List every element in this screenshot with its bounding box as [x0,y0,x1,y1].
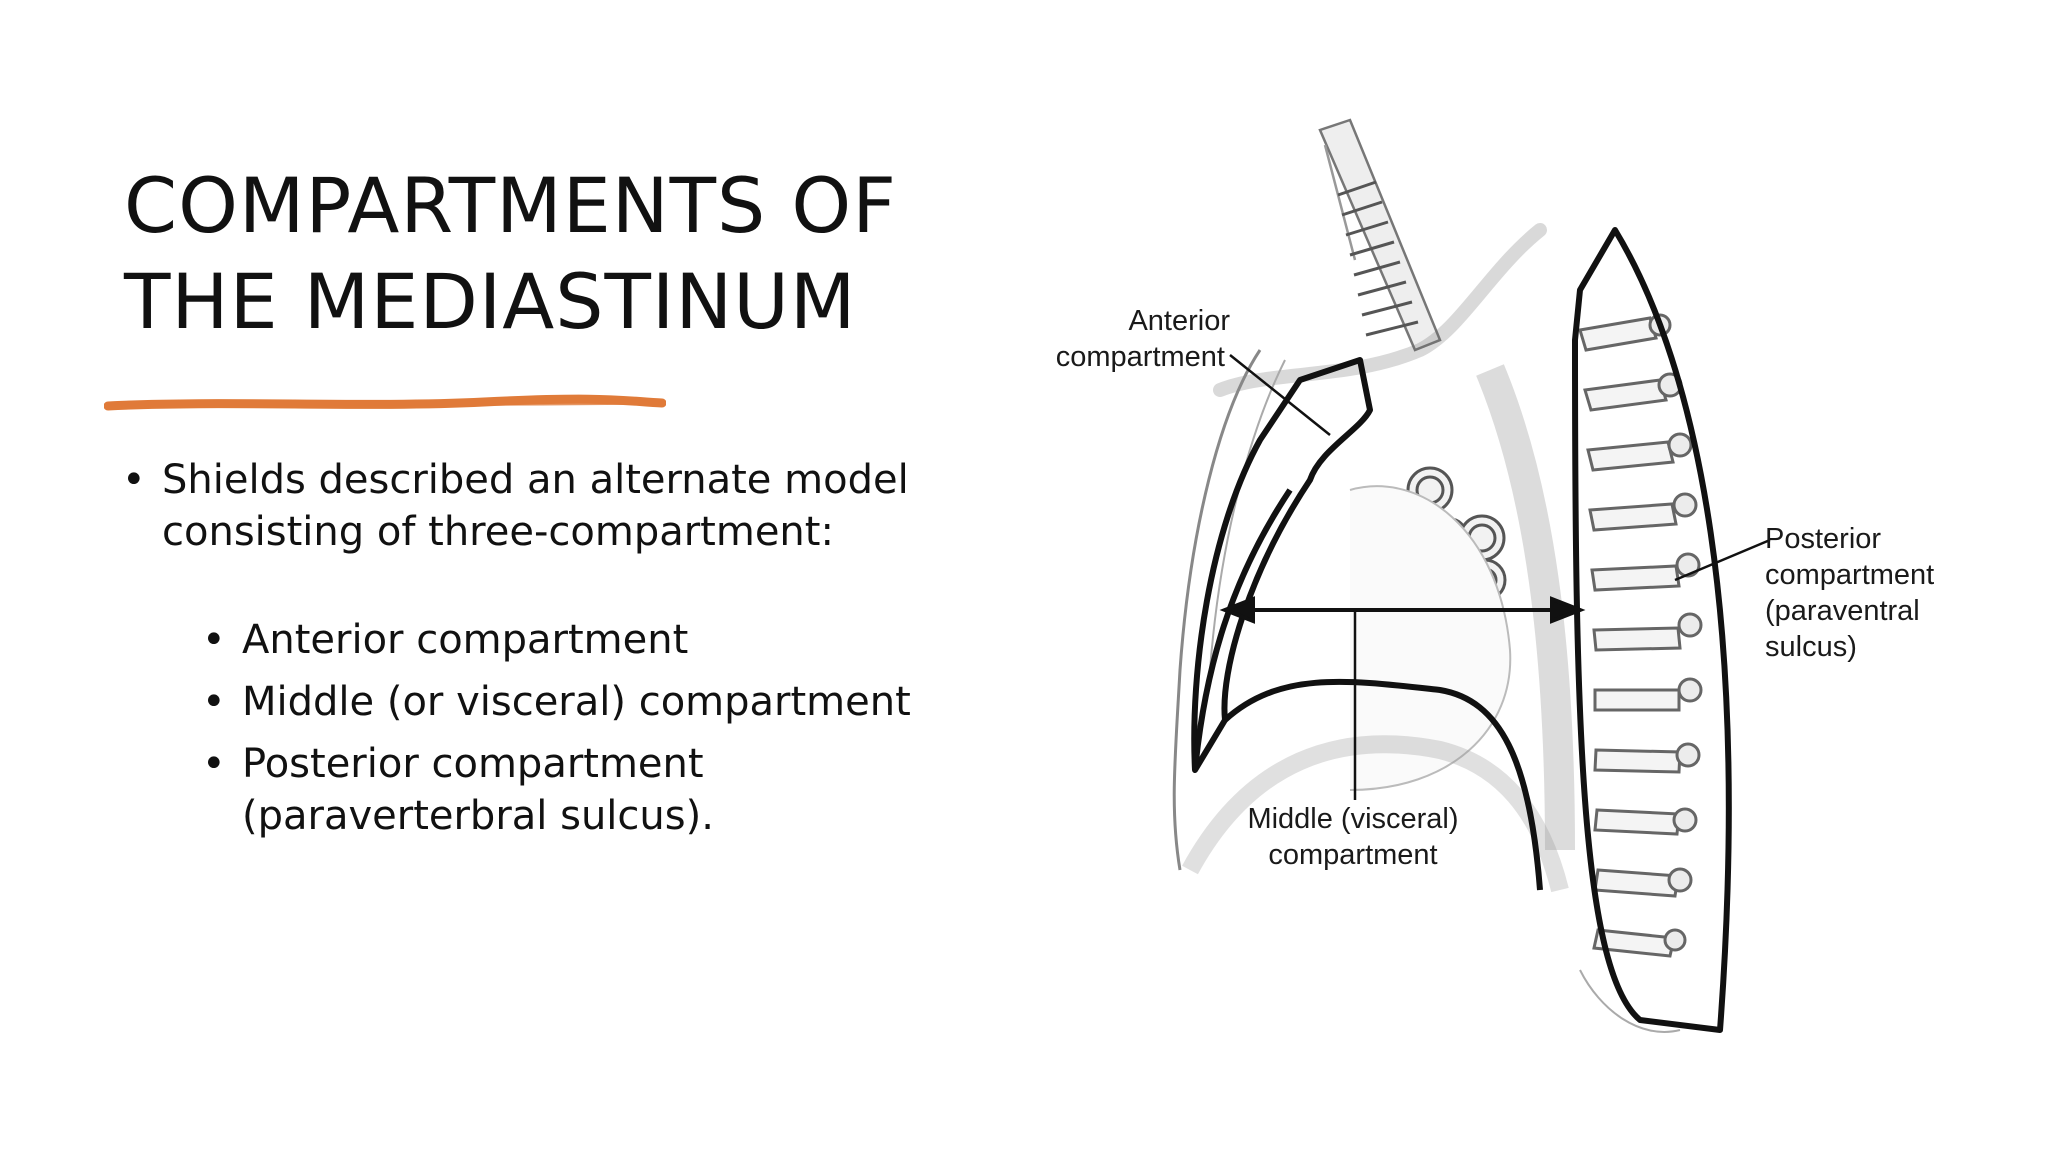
title-line-1: COMPARTMENTS OF [124,161,897,250]
bullet-main: Shields described an alternate model con… [118,454,978,558]
label-anterior-line-2: compartment [1056,341,1225,373]
label-posterior-line-1: Posterior [1765,523,1881,555]
sub-bullet-middle: Middle (or visceral) compartment [198,676,978,728]
label-posterior-line-2: compartment [1765,559,1934,591]
label-anterior-line-1: Anterior [1128,305,1230,337]
label-middle-line-2: compartment [1268,839,1437,871]
sub-bullet-list: Anterior compartment Middle (or visceral… [198,614,978,842]
anterior-compartment-outline [1191,357,1373,773]
leader-lines [1229,354,1771,800]
sub-bullet-text: Middle (or visceral) compartment [242,679,911,725]
slide-title: COMPARTMENTS OF THE MEDIASTINUM [124,158,984,350]
sub-bullet-text: Posterior compartment [242,741,704,787]
width-arrow [1219,596,1586,624]
sub-bullet-text-continued: (paraverterbral sulcus). [242,793,714,839]
anatomy-illustration [1172,118,1703,1033]
spine-vertebrae [1578,316,1682,958]
middle-compartment-outline [1192,488,1543,891]
label-posterior-line-4: sulcus) [1765,631,1857,663]
posterior-compartment-outline [1572,227,1732,1033]
label-middle-line-1: Middle (visceral) [1247,803,1458,835]
bullet-list: Shields described an alternate model con… [118,454,978,852]
sub-bullet-text: Anterior compartment [242,617,689,663]
label-posterior-line-3: (paraventral [1765,595,1920,627]
compartment-boundaries [1191,227,1732,1033]
diagram-labels: Anterior compartment Middle (visceral) c… [1056,305,1934,871]
mediastinum-diagram: Anterior compartment Middle (visceral) c… [1056,118,1934,1033]
sub-bullet-anterior: Anterior compartment [198,614,978,666]
title-accent-underline [104,394,666,411]
title-line-2: THE MEDIASTINUM [124,257,857,346]
rib-heads [1648,313,1703,952]
trachea-rings [1337,180,1419,337]
sub-bullet-posterior: Posterior compartment (paraverterbral su… [198,738,978,842]
bullet-main-line-2: consisting of three-compartment: [162,509,834,555]
bullet-main-line-1: Shields described an alternate model [162,457,909,503]
